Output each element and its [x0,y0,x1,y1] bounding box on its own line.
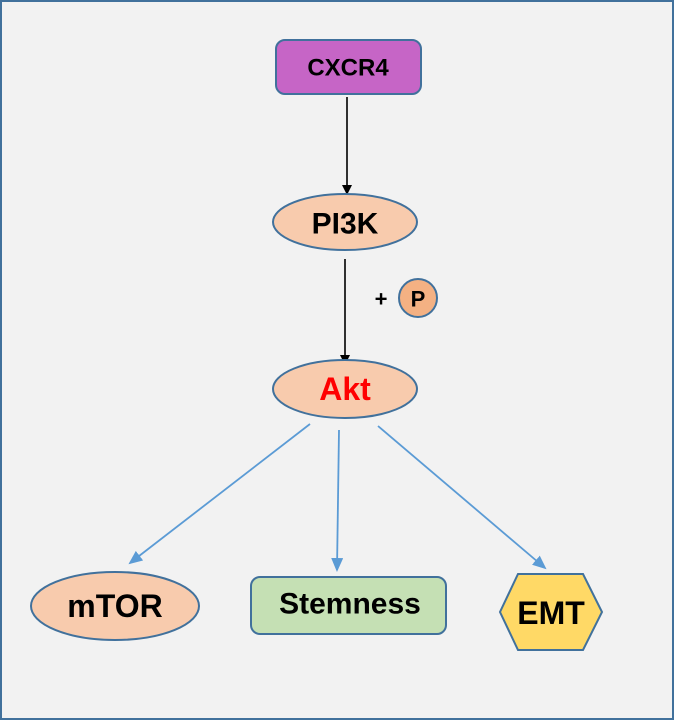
phosphorylation-annotation: + P [375,278,438,318]
node-pi3k-label: PI3K [312,208,379,241]
node-cxcr4-label: CXCR4 [307,55,389,82]
edge-akt-emt [377,425,547,570]
phosphate-label: P [411,287,426,312]
edge-akt-stemness [331,429,344,572]
node-emt-label: EMT [517,595,585,631]
node-cxcr4: CXCR4 [275,39,422,95]
phosphate-icon [398,278,438,318]
node-emt: EMT [498,573,604,651]
edge-akt-mtor [128,423,311,565]
plus-sign: + [375,287,388,312]
node-akt: Akt [272,359,418,419]
node-mtor-label: mTOR [67,588,162,624]
node-pi3k: PI3K [272,193,418,251]
node-stemness: Stemness [250,576,447,635]
node-akt-label: Akt [319,371,371,407]
node-stemness-label: Stemness [279,588,421,621]
node-mtor: mTOR [30,571,200,641]
